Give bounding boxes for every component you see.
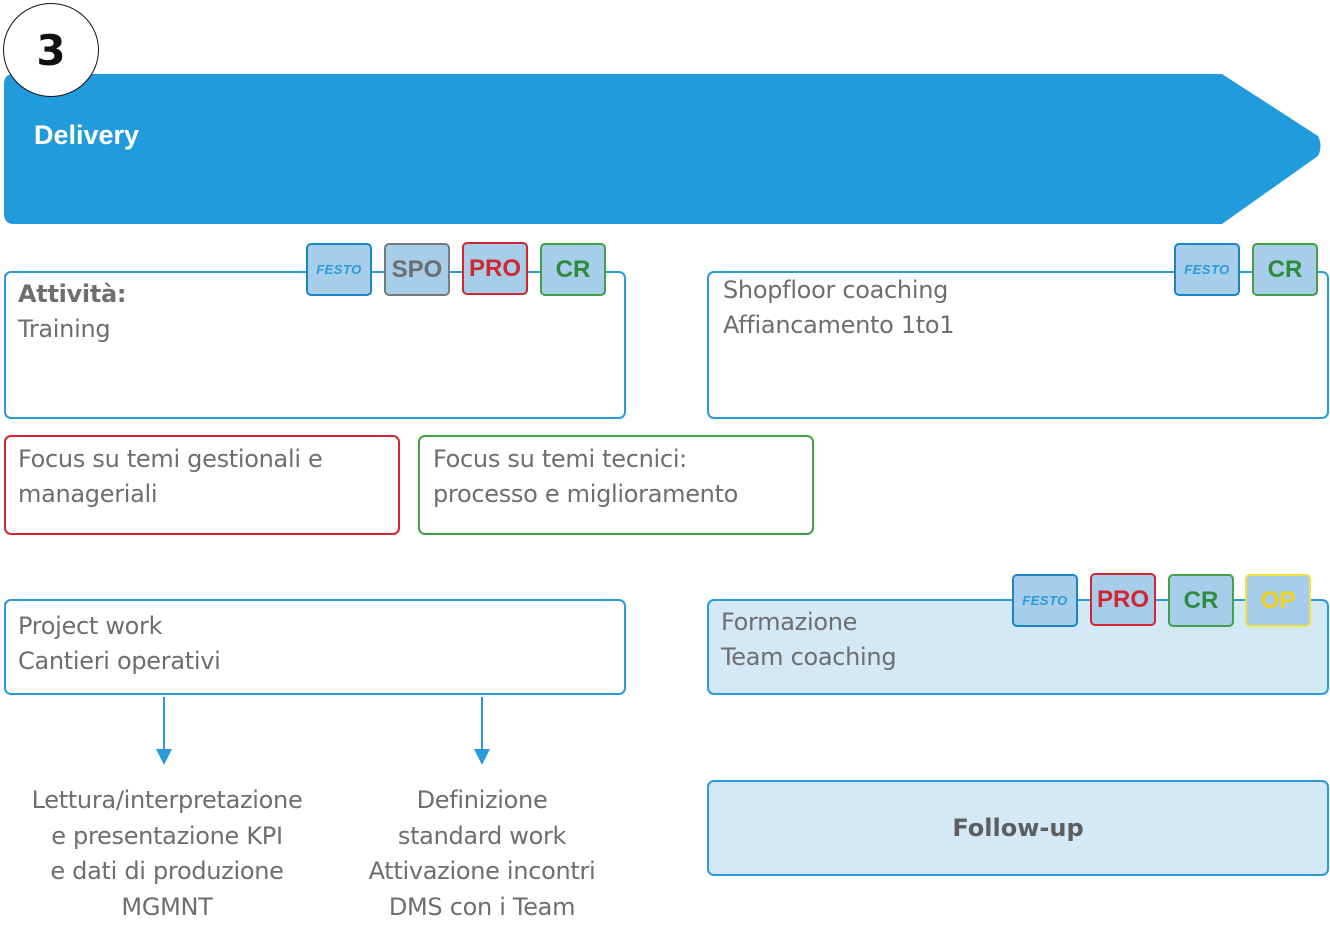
focus-managerial-line2: manageriali xyxy=(18,480,158,508)
delivery-banner-arrow xyxy=(4,74,1321,224)
shopfloor-line2: Affiancamento 1to1 xyxy=(723,311,955,339)
outcome-right-line1: Definizione xyxy=(416,786,548,814)
tag-festo-shopfloor: FESTO xyxy=(1174,243,1240,296)
follow-up-box: Follow-up xyxy=(707,780,1329,876)
activities-heading: Attività: xyxy=(18,280,127,308)
tag-cr-formazione: CR xyxy=(1168,574,1234,627)
tag-pro-formazione: PRO xyxy=(1090,573,1156,626)
outcome-standard-work-text: Definizione standard work Attivazione in… xyxy=(332,783,632,925)
tag-cr-activities: CR xyxy=(540,243,606,296)
outcome-left-line1: Lettura/interpretazione xyxy=(31,786,303,814)
tag-pro-activities: PRO xyxy=(462,242,528,295)
focus-technical-line1: Focus su temi tecnici: xyxy=(433,445,687,473)
tag-cr-shopfloor: CR xyxy=(1252,243,1318,296)
tag-op-formazione: OP xyxy=(1245,574,1311,627)
activities-training: Training xyxy=(18,315,111,343)
outcome-left-line4: MGMNT xyxy=(121,892,213,921)
project-line1: Project work xyxy=(18,612,163,640)
formazione-line2: Team coaching xyxy=(721,643,897,671)
banner-title: Delivery xyxy=(34,120,140,150)
outcome-kpi-text: Lettura/interpretazione e presentazione … xyxy=(0,783,334,925)
tag-spo-activities: SPO xyxy=(384,243,450,296)
project-line2: Cantieri operativi xyxy=(18,647,221,675)
step-number-badge: 3 xyxy=(3,3,99,97)
outcome-left-line3: e dati di produzione xyxy=(50,857,284,885)
follow-up-label: Follow-up xyxy=(952,814,1084,842)
formazione-line1: Formazione xyxy=(721,608,858,636)
arrow-right-head xyxy=(474,749,490,765)
focus-technical-line2: processo e miglioramento xyxy=(433,480,739,508)
outcome-left-line2: e presentazione KPI xyxy=(51,821,283,850)
focus-managerial-box: Focus su temi gestionali e manageriali xyxy=(4,435,400,535)
outcome-right-line3: Attivazione incontri xyxy=(368,857,596,885)
tag-festo-formazione: FESTO xyxy=(1012,574,1078,627)
shopfloor-line1: Shopfloor coaching xyxy=(723,276,949,304)
outcome-right-line2: standard work xyxy=(397,821,567,850)
outcome-right-line4: DMS con i Team xyxy=(388,892,576,921)
arrow-left-head xyxy=(156,749,172,765)
focus-managerial-line1: Focus su temi gestionali e xyxy=(18,445,323,473)
focus-technical-box: Focus su temi tecnici: processo e miglio… xyxy=(418,435,814,535)
tag-festo-activities: FESTO xyxy=(306,243,372,296)
project-work-box: Project work Cantieri operativi xyxy=(4,599,626,695)
